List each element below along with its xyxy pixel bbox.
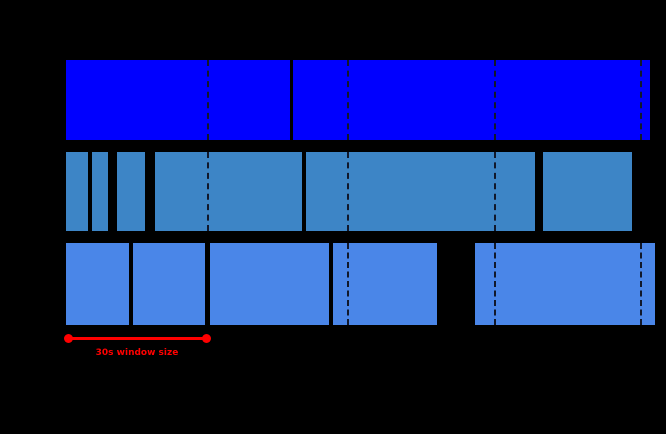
timeline-segment: [66, 60, 290, 140]
timeline-segment: [475, 243, 655, 325]
window-boundary-marker: [347, 243, 349, 325]
timeline-segment: [92, 152, 108, 231]
timeline-segment: [293, 60, 650, 140]
window-boundary-marker: [640, 243, 642, 325]
timeline-segment: [155, 152, 302, 231]
window-boundary-marker: [494, 243, 496, 325]
timeline-segment: [306, 152, 535, 231]
window-boundary-marker: [494, 152, 496, 231]
window-size-end-marker: [202, 334, 211, 343]
timeline-segment: [543, 152, 632, 231]
window-boundary-marker: [640, 60, 642, 140]
window-size-label: 30s window size: [95, 348, 179, 358]
window-boundary-marker: [207, 60, 209, 140]
window-boundary-marker: [347, 60, 349, 140]
window-boundary-marker: [207, 152, 209, 231]
timeline-segment: [333, 243, 437, 325]
window-size-measure-line: [68, 337, 207, 340]
timeline-segment: [210, 243, 329, 325]
timeline-segment: [66, 243, 129, 325]
window-boundary-marker: [494, 60, 496, 140]
timeline-segment: [133, 243, 205, 325]
window-boundary-marker: [347, 152, 349, 231]
timeline-segment: [117, 152, 145, 231]
window-size-start-marker: [64, 334, 73, 343]
timeline-segment: [66, 152, 88, 231]
